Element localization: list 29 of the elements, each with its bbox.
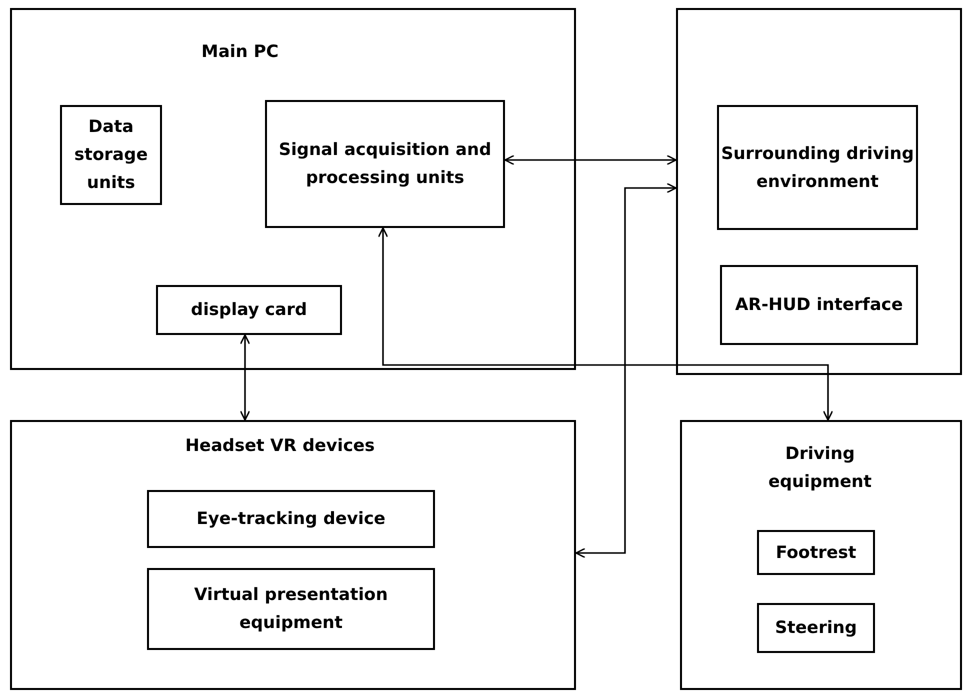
box-label: Steering bbox=[774, 617, 858, 640]
arrow bbox=[575, 182, 677, 558]
process-box bbox=[717, 105, 918, 230]
box-label: display card bbox=[190, 299, 308, 322]
box-label: Signal acquisition and processing units bbox=[278, 139, 492, 190]
arrow bbox=[504, 154, 677, 166]
box-label: AR-HUD interface bbox=[734, 294, 904, 317]
box-heading: Driving equipment bbox=[767, 443, 873, 494]
box-label: Eye-tracking device bbox=[196, 508, 386, 531]
process-box bbox=[757, 603, 875, 653]
box-heading: Headset VR devices bbox=[184, 435, 376, 458]
group-box bbox=[680, 420, 962, 690]
box-label: Surrounding driving environment bbox=[720, 142, 915, 194]
arrow bbox=[240, 334, 250, 421]
group-box bbox=[10, 8, 576, 370]
arrow bbox=[378, 227, 834, 421]
process-box bbox=[147, 490, 435, 548]
box-label: Footrest bbox=[774, 542, 858, 564]
process-box bbox=[156, 285, 342, 335]
process-box bbox=[147, 568, 435, 650]
box-label: Virtual presentation equipment bbox=[193, 584, 389, 635]
empty-box bbox=[676, 8, 962, 375]
process-box bbox=[265, 100, 505, 228]
group-box bbox=[10, 420, 576, 690]
process-box bbox=[757, 530, 875, 575]
process-box bbox=[60, 105, 162, 205]
process-box bbox=[720, 265, 918, 345]
box-heading: Main PC bbox=[200, 41, 280, 64]
box-label: Data storage units bbox=[73, 116, 149, 195]
